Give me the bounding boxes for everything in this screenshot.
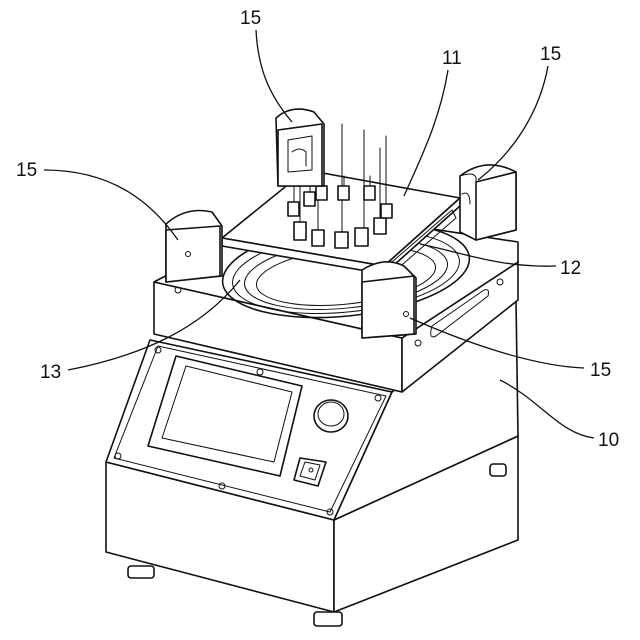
clamp-left [166,211,222,283]
foot-left [128,566,154,578]
label-15-top-left: 15 [240,8,261,29]
label-15-left: 15 [16,160,37,181]
label-11: 11 [442,48,462,69]
label-13: 13 [40,362,61,383]
label-12: 12 [560,258,581,279]
foot-front [314,612,342,626]
knob [314,400,348,432]
label-10: 10 [598,430,619,451]
foot-right [490,464,506,476]
clamp-front-right [362,262,416,338]
clamp-top-right [460,165,516,240]
label-15-top-right: 15 [540,44,561,65]
clamp-top-left [276,109,324,186]
label-15-front-right: 15 [590,360,611,381]
